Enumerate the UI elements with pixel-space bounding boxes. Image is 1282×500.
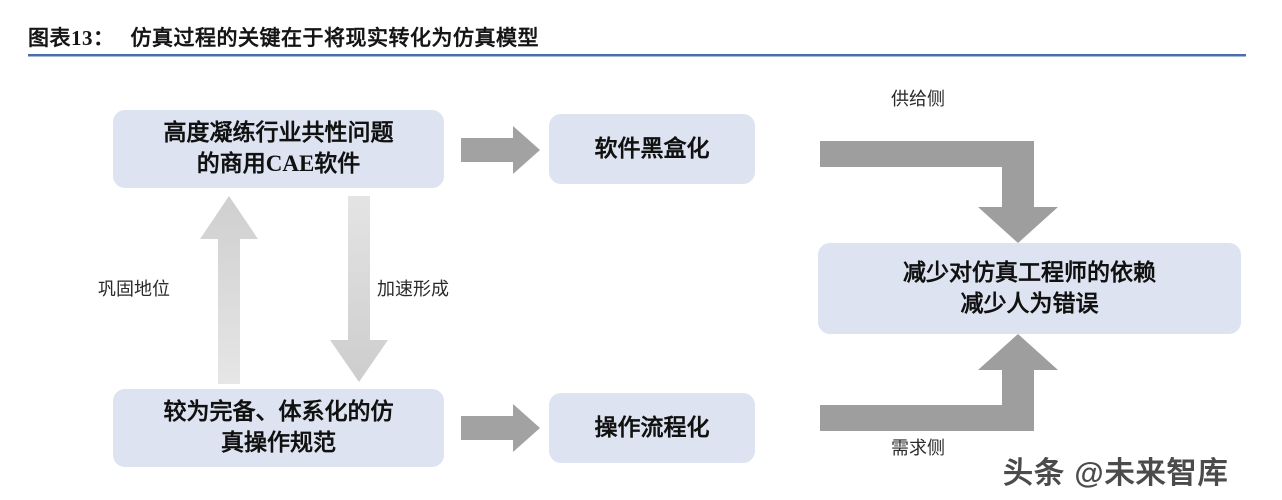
box-blackbox-line-1: 软件黑盒化	[594, 135, 710, 161]
label-consolidate-position: 巩固地位	[98, 279, 170, 299]
box-cae-line-2: 的商用CAE软件	[196, 151, 361, 176]
figure-index-label: 图表13：	[28, 26, 115, 50]
box-simulation-operation-spec[interactable]: 较为完备、体系化的仿 真操作规范	[113, 389, 444, 467]
figure-title-text: 仿真过程的关键在于将现实转化为仿真模型	[130, 26, 539, 50]
box-outcome-line-2: 减少人为错误	[960, 290, 1099, 316]
label-demand-side: 需求侧	[891, 438, 945, 458]
arrow-spec-to-cae-up	[200, 196, 258, 384]
arrow-cae-to-blackbox	[461, 126, 540, 174]
label-supply-side: 供给侧	[891, 89, 945, 109]
box-cae-line-1: 高度凝练行业共性问题	[163, 120, 394, 146]
box-spec-line-1: 较为完备、体系化的仿	[163, 399, 394, 425]
label-accelerate-formation: 加速形成	[377, 279, 449, 299]
figure-header: 图表13： 仿真过程的关键在于将现实转化为仿真模型	[0, 0, 1282, 58]
arrow-supply-to-outcome	[820, 141, 1058, 243]
arrow-demand-to-outcome	[820, 334, 1058, 431]
box-reduce-dependency-outcome[interactable]: 减少对仿真工程师的依赖 减少人为错误	[818, 243, 1241, 334]
box-outcome-line-1: 减少对仿真工程师的依赖	[903, 259, 1156, 285]
box-process-line-1: 操作流程化	[594, 414, 710, 440]
title-divider	[28, 54, 1246, 57]
arrow-spec-to-process	[461, 404, 540, 452]
box-process-standardization[interactable]: 操作流程化	[549, 393, 755, 463]
box-software-blackboxing[interactable]: 软件黑盒化	[549, 114, 755, 184]
box-spec-line-2: 真操作规范	[221, 430, 336, 455]
page-title: 图表13： 仿真过程的关键在于将现实转化为仿真模型	[28, 22, 539, 52]
box-commercial-cae-software[interactable]: 高度凝练行业共性问题 的商用CAE软件	[113, 110, 444, 188]
watermark: 头条 @未来智库	[1003, 457, 1229, 490]
